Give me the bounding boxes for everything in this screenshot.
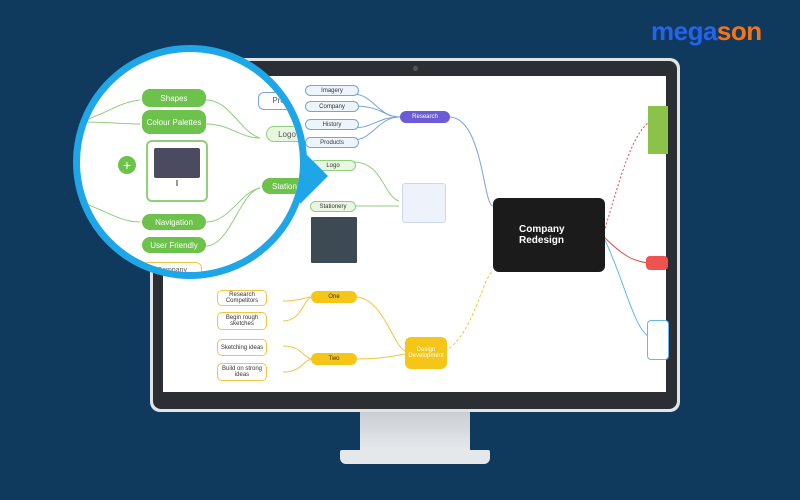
- design-development-node[interactable]: Design Development: [405, 337, 447, 369]
- stationery-thumbnail: [309, 215, 359, 265]
- right-red-node[interactable]: [646, 256, 668, 270]
- monitor-stand-neck: [360, 412, 470, 452]
- one-item-research-competitors[interactable]: Research Competitors: [217, 290, 267, 306]
- code-screen-stand: [176, 180, 178, 186]
- zoom-logo-node[interactable]: Logo: [266, 126, 300, 142]
- calendar-node[interactable]: [647, 320, 669, 360]
- right-green-node[interactable]: [648, 106, 668, 154]
- research-item-company[interactable]: Company: [305, 101, 359, 112]
- zoom-company-node[interactable]: Company: [142, 262, 202, 272]
- research-item-imagery[interactable]: Imagery: [305, 85, 359, 96]
- monitor-stand-base: [340, 450, 490, 464]
- zoom-connectors: [80, 99, 261, 247]
- zoom-navigation-node[interactable]: Navigation: [142, 214, 206, 230]
- step-one-node[interactable]: One: [311, 291, 357, 303]
- zoom-user-friendly-node[interactable]: User Friendly: [142, 237, 206, 253]
- webcam-icon: [413, 66, 418, 71]
- zoom-stationery-node[interactable]: Stationery: [262, 178, 300, 194]
- megason-logo: megason: [651, 16, 762, 46]
- step-two-node[interactable]: Two: [311, 353, 357, 365]
- research-item-history[interactable]: History: [305, 119, 359, 130]
- add-node-icon[interactable]: +: [118, 156, 136, 174]
- research-item-products[interactable]: Products: [305, 137, 359, 148]
- one-item-begin-rough-sketches[interactable]: Begin rough sketches: [217, 312, 267, 330]
- code-screen-icon: [154, 148, 200, 178]
- zoom-products-node[interactable]: Produ: [258, 92, 300, 110]
- central-company-redesign-node[interactable]: Company Redesign: [493, 198, 605, 272]
- zoom-webdev-card: [146, 140, 208, 202]
- web-layout-image: [402, 183, 446, 223]
- stationery-node[interactable]: Stationery: [310, 201, 356, 212]
- zoom-magnifier: Shapes Colour Palettes + Navigation User…: [73, 45, 307, 279]
- zoom-shapes-node[interactable]: Shapes: [142, 89, 206, 107]
- zoom-colour-palettes-node[interactable]: Colour Palettes: [142, 110, 206, 134]
- two-item-build-on-strong-ideas[interactable]: Build on strong ideas: [217, 363, 267, 381]
- mindmap-connectors: [282, 93, 649, 373]
- central-node-label: Company Redesign: [519, 224, 565, 246]
- research-node[interactable]: Research: [400, 111, 450, 123]
- two-item-sketching-ideas[interactable]: Sketching ideas: [217, 339, 267, 356]
